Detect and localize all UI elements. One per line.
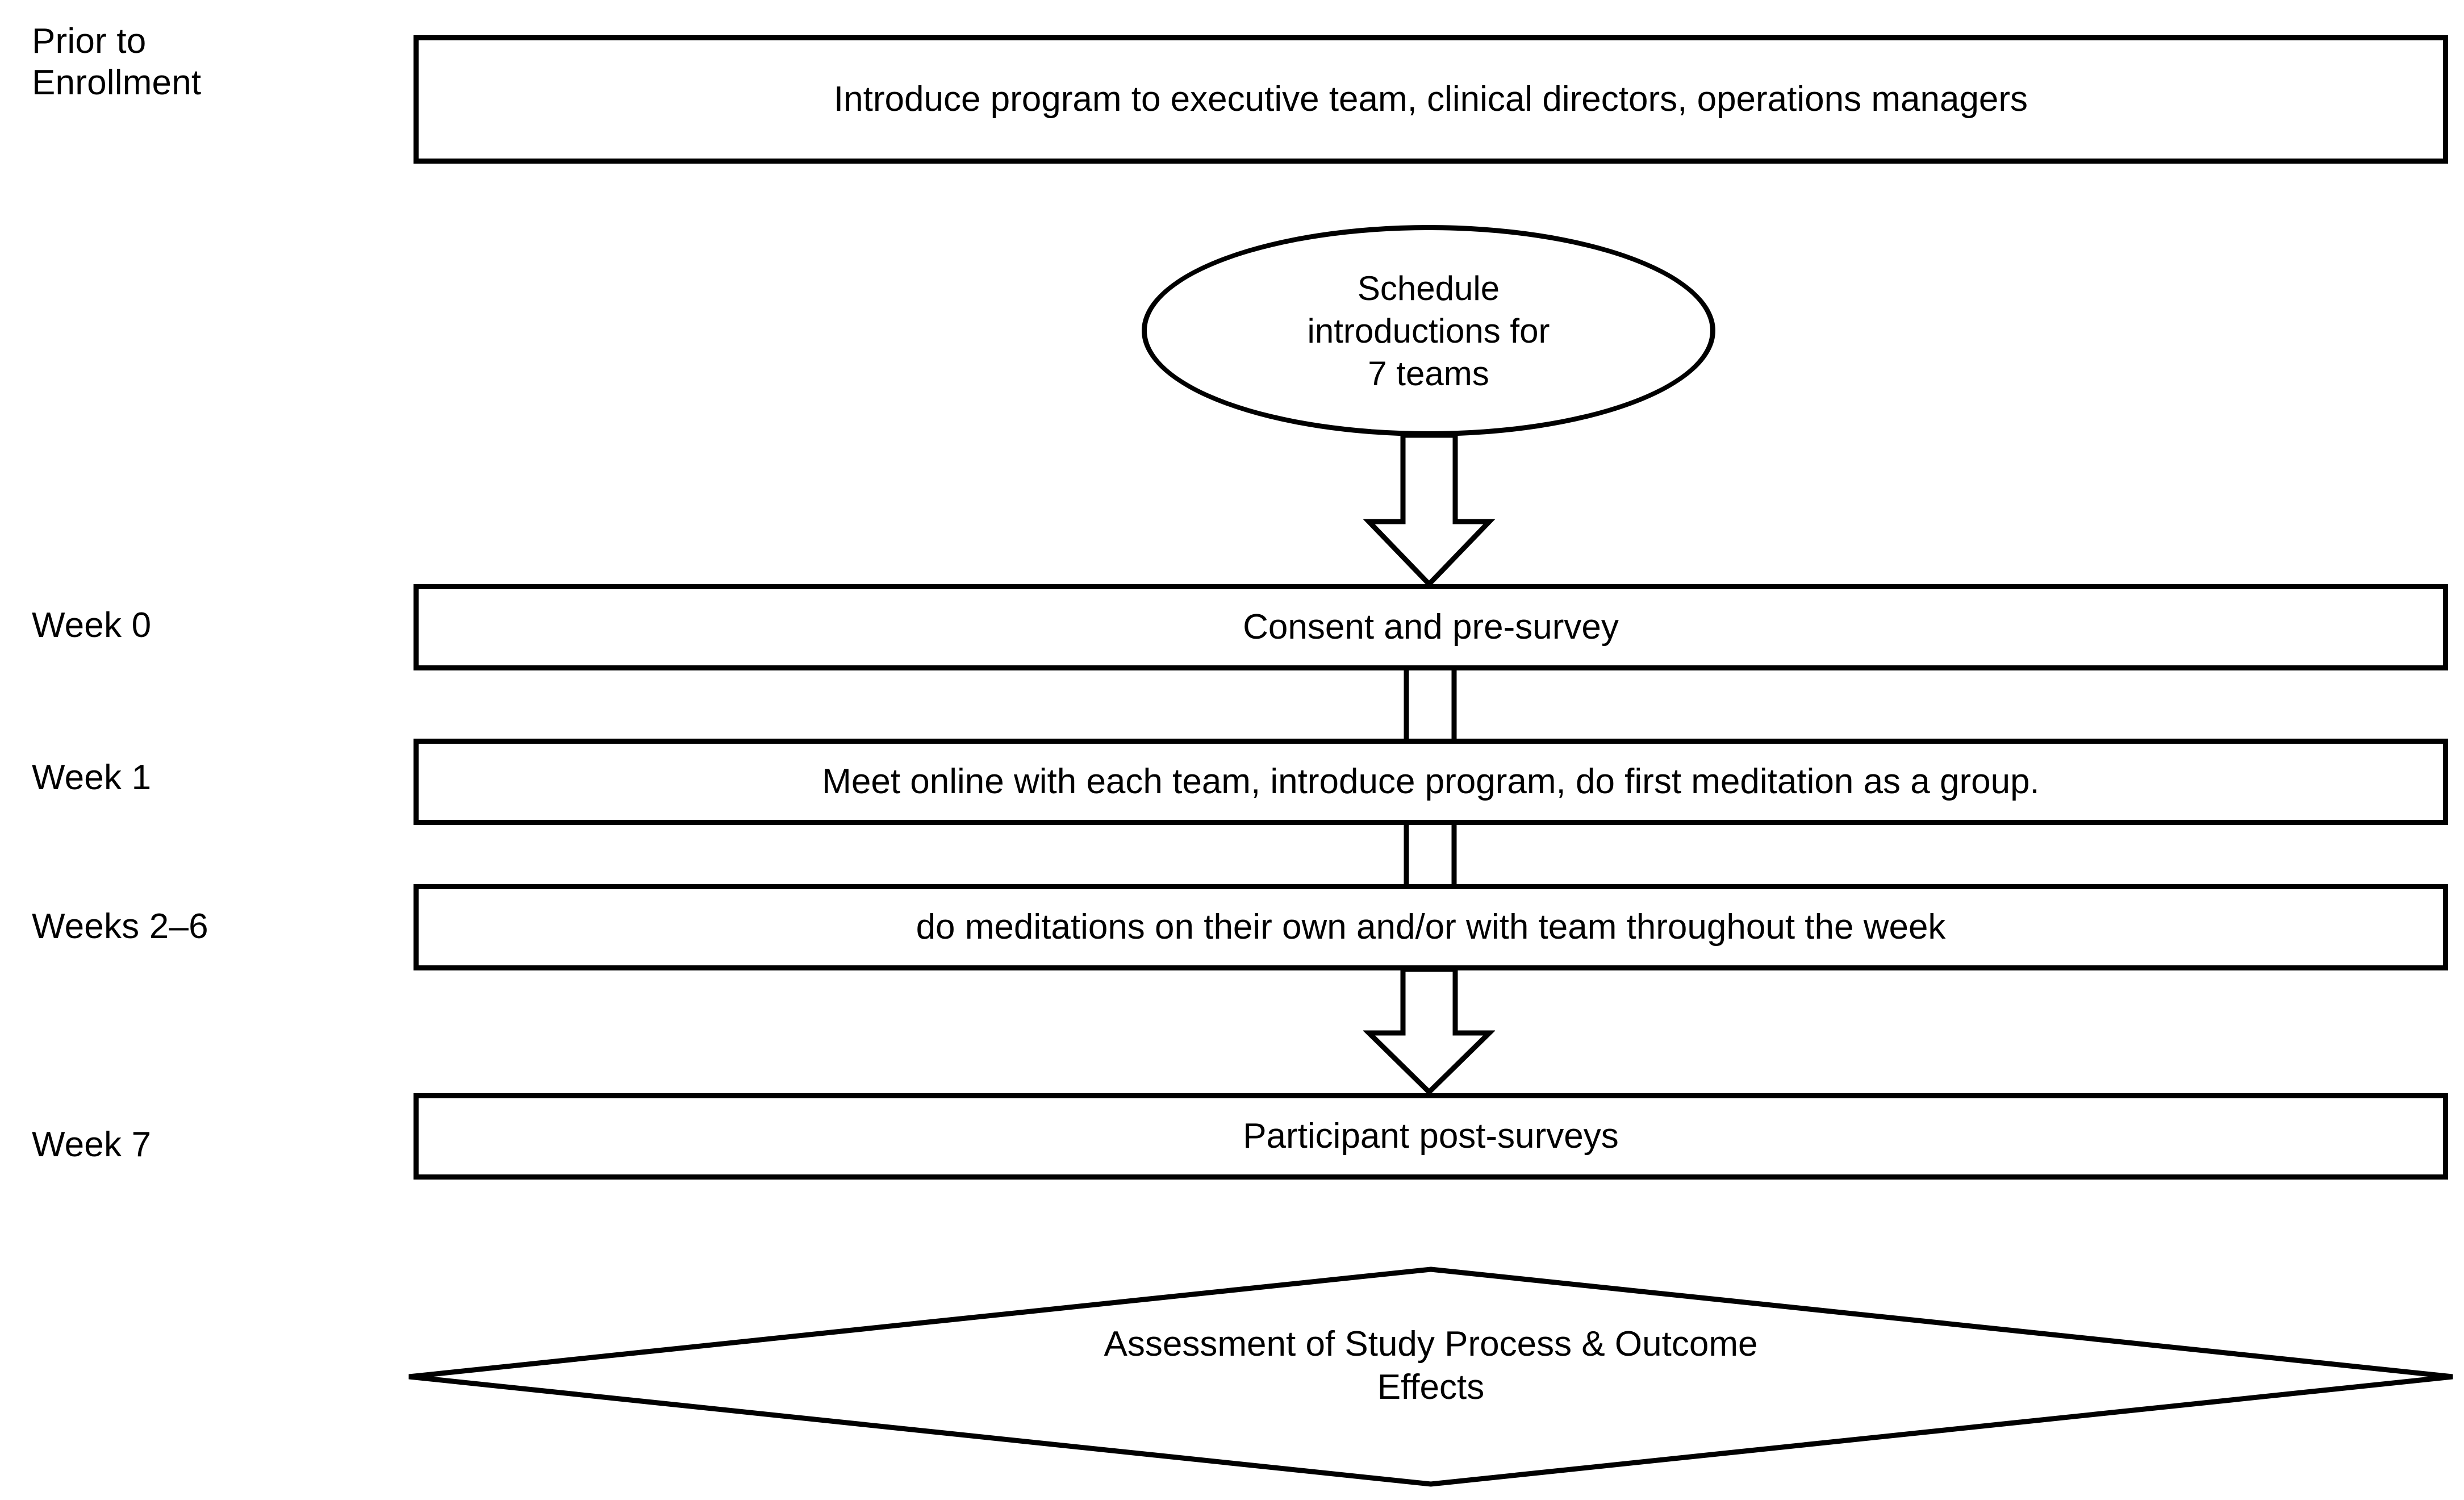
node-participant-post-surveys-label: Participant post-surveys bbox=[1243, 1116, 1619, 1156]
node-do-meditations-label: do meditations on their own and/or with … bbox=[916, 907, 1946, 947]
node-schedule-introductions-label: Schedule introductions for 7 teams bbox=[1307, 269, 1550, 393]
node-consent-and-pre-survey-label: Consent and pre-survey bbox=[1243, 607, 1619, 647]
connector-shaft-week0-to-week1 bbox=[1402, 669, 1459, 741]
node-do-meditations[interactable]: do meditations on their own and/or with … bbox=[414, 884, 2448, 970]
connector-shaft-week1-to-weeks26 bbox=[1402, 824, 1459, 886]
timeline-label-week-7: Week 7 bbox=[32, 1125, 152, 1164]
node-assessment-outcome-label: Assessment of Study Process & Outcome Ef… bbox=[1104, 1324, 1758, 1407]
timeline-label-week-1: Week 1 bbox=[32, 758, 152, 797]
node-schedule-introductions[interactable]: Schedule introductions for 7 teams bbox=[1142, 225, 1715, 436]
node-assessment-outcome[interactable]: Assessment of Study Process & Outcome Ef… bbox=[406, 1266, 2456, 1488]
connector-block-arrow-weeks26-to-week7 bbox=[1363, 969, 1495, 1095]
node-meet-online-each-team-label: Meet online with each team, introduce pr… bbox=[822, 761, 2040, 801]
timeline-label-week-0: Week 0 bbox=[32, 606, 152, 645]
node-meet-online-each-team[interactable]: Meet online with each team, introduce pr… bbox=[414, 739, 2448, 825]
node-consent-and-pre-survey[interactable]: Consent and pre-survey bbox=[414, 584, 2448, 670]
timeline-label-prior-to-enrollment: Prior to Enrollment bbox=[32, 22, 202, 103]
node-introduce-program-label: Introduce program to executive team, cli… bbox=[833, 79, 2028, 119]
timeline-label-weeks-2-6: Weeks 2–6 bbox=[32, 907, 208, 946]
connector-block-arrow-ellipse-to-week0 bbox=[1363, 435, 1495, 588]
node-introduce-program[interactable]: Introduce program to executive team, cli… bbox=[414, 35, 2448, 164]
node-participant-post-surveys[interactable]: Participant post-surveys bbox=[414, 1093, 2448, 1180]
